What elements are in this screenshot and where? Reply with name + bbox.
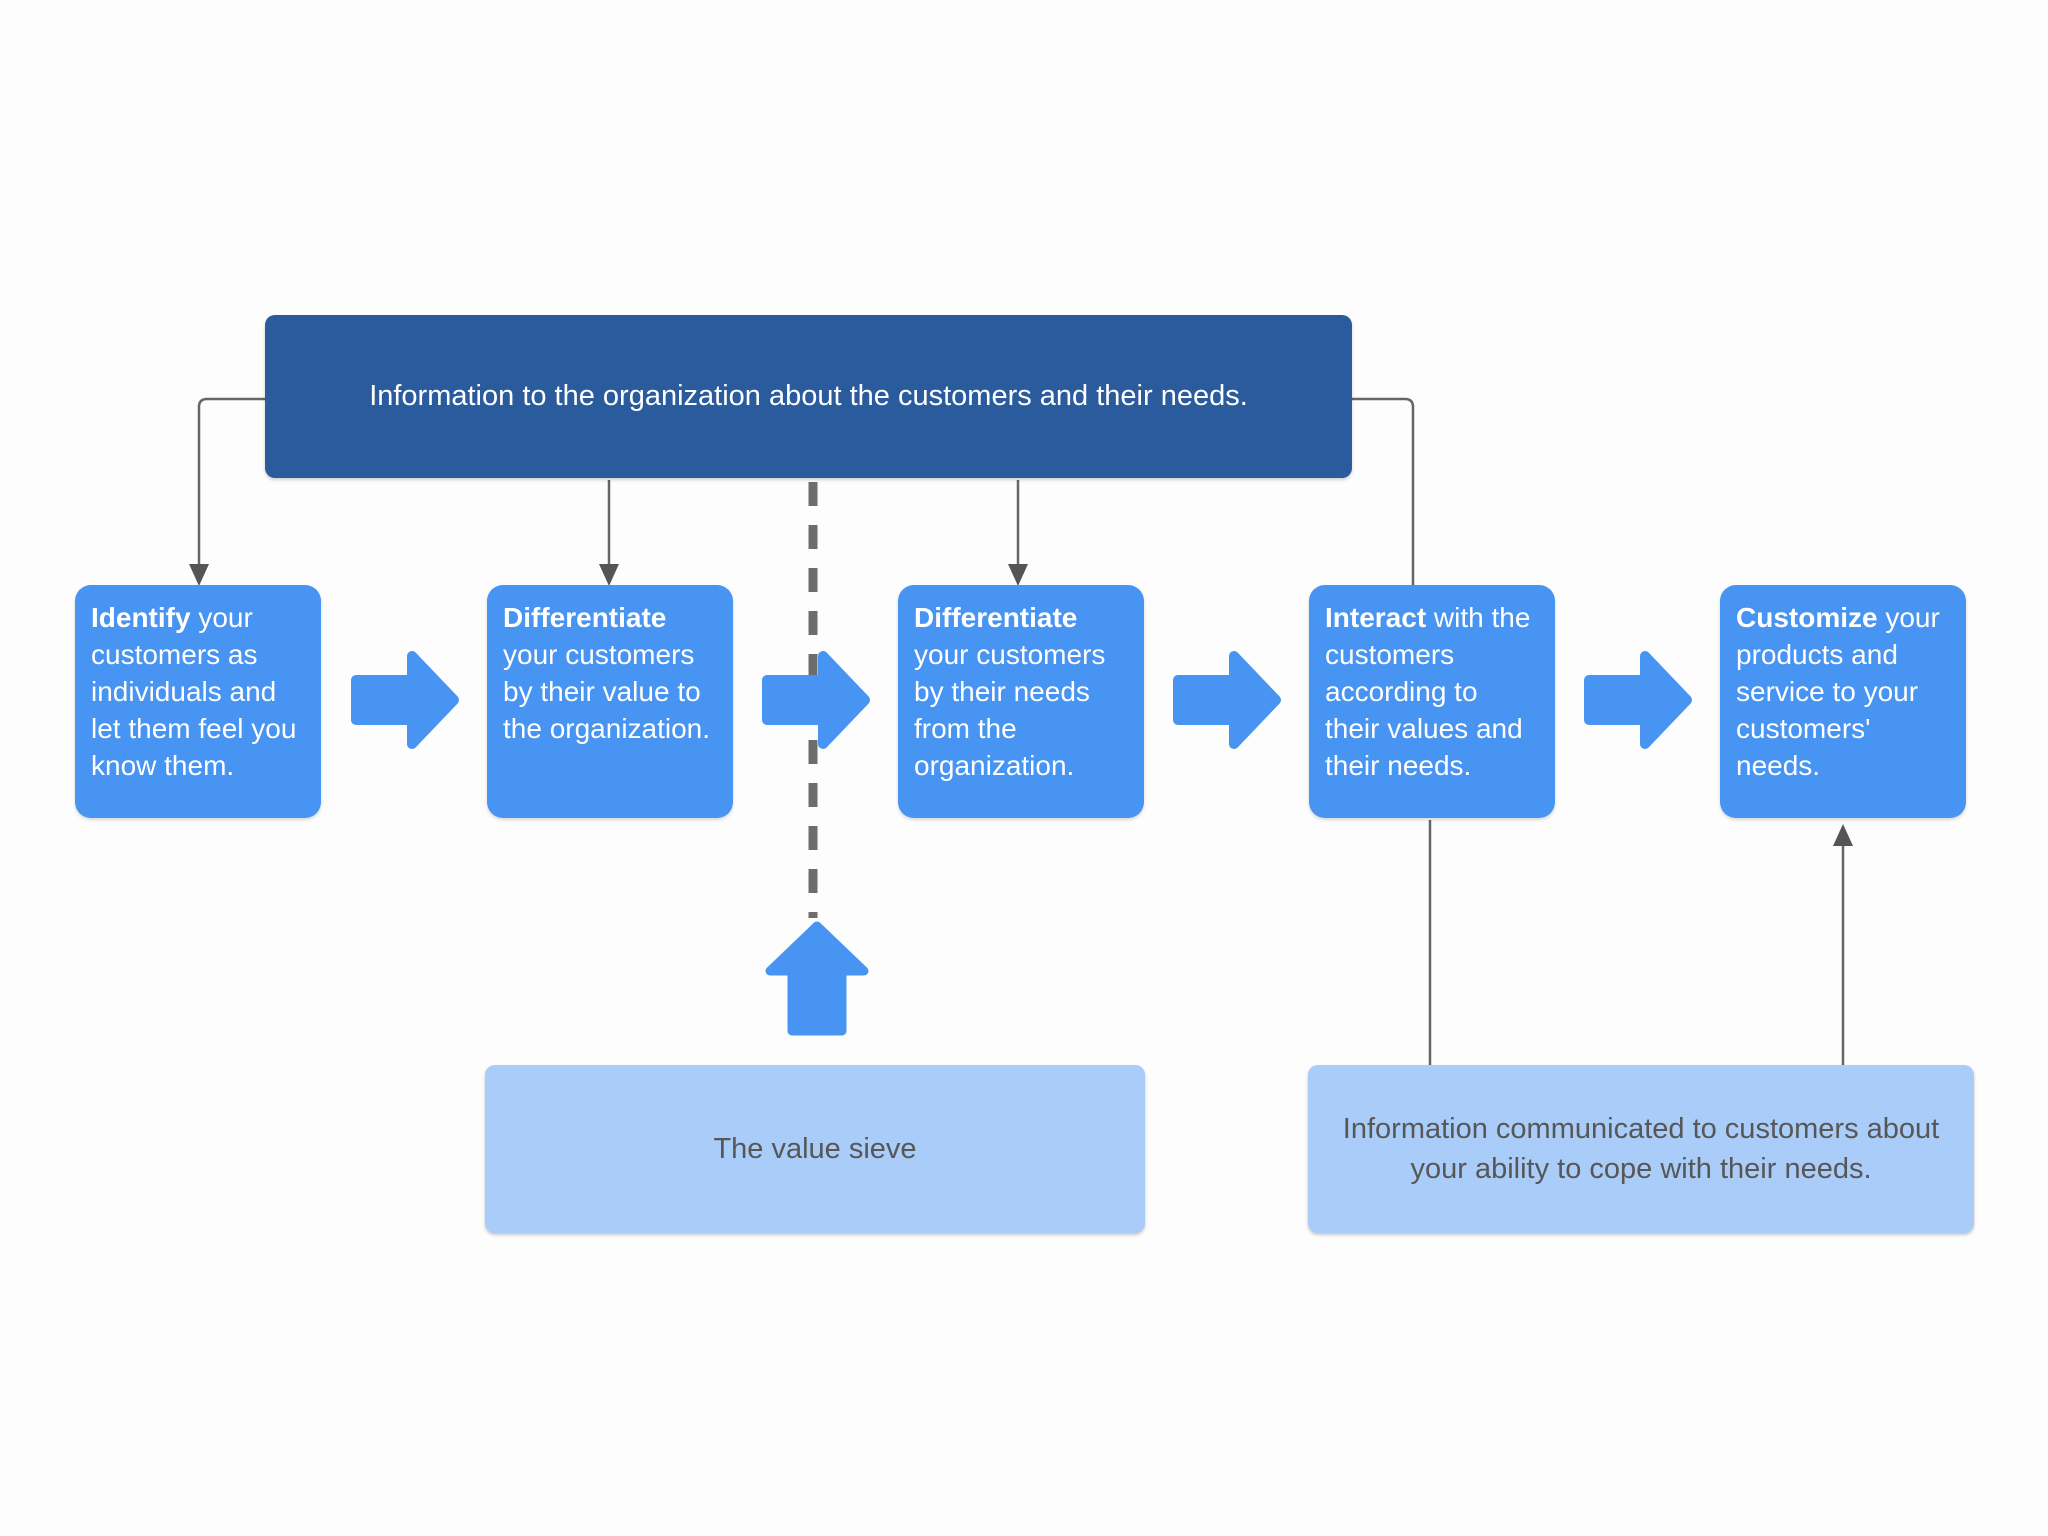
flow-right-arrow-icon bbox=[351, 651, 459, 749]
arrowhead-down-diff-needs-icon bbox=[1008, 564, 1028, 586]
value-sieve-box: The value sieve bbox=[485, 1065, 1145, 1233]
step-text: with the customers according to their va… bbox=[1325, 602, 1531, 781]
flow-right-arrow-icon bbox=[762, 651, 870, 749]
step-text: your customers by their needs from the o… bbox=[914, 639, 1106, 781]
flow-up-arrow-icon bbox=[765, 921, 869, 1036]
step-text: your customers by their value to the org… bbox=[503, 639, 711, 744]
step-box-identify: Identify your customers as individuals a… bbox=[75, 585, 321, 818]
value-sieve-label: The value sieve bbox=[713, 1133, 917, 1165]
step-keyword: Identify bbox=[91, 602, 191, 633]
connector-banner-to-identify bbox=[197, 397, 265, 566]
step-keyword: Differentiate bbox=[503, 602, 667, 633]
step-box-customize: Customize your products and service to y… bbox=[1720, 585, 1966, 818]
step-box-differentiate-value: Differentiate your customers by their va… bbox=[487, 585, 733, 818]
arrowhead-down-identify-icon bbox=[189, 564, 209, 586]
step-box-differentiate-needs: Differentiate your customers by their ne… bbox=[898, 585, 1144, 818]
customer-info-box: Information communicated to customers ab… bbox=[1308, 1065, 1974, 1233]
arrowhead-up-customize-icon bbox=[1833, 824, 1853, 846]
step-box-interact: Interact with the customers according to… bbox=[1309, 585, 1555, 818]
top-info-text: Information to the organization about th… bbox=[369, 380, 1248, 412]
step-text: your customers as individuals and let th… bbox=[91, 602, 297, 781]
flow-right-arrow-icon bbox=[1173, 651, 1281, 749]
arrowhead-down-diff-value-icon bbox=[599, 564, 619, 586]
step-keyword: Interact bbox=[1325, 602, 1427, 633]
step-text: your products and service to your custom… bbox=[1736, 602, 1940, 781]
connector-banner-to-interact bbox=[1352, 397, 1415, 585]
top-info-box: Information to the organization about th… bbox=[265, 315, 1352, 478]
step-keyword: Customize bbox=[1736, 602, 1878, 633]
step-keyword: Differentiate bbox=[914, 602, 1078, 633]
flow-right-arrow-icon bbox=[1584, 651, 1692, 749]
customer-info-text: Information communicated to customers ab… bbox=[1342, 1113, 1940, 1185]
